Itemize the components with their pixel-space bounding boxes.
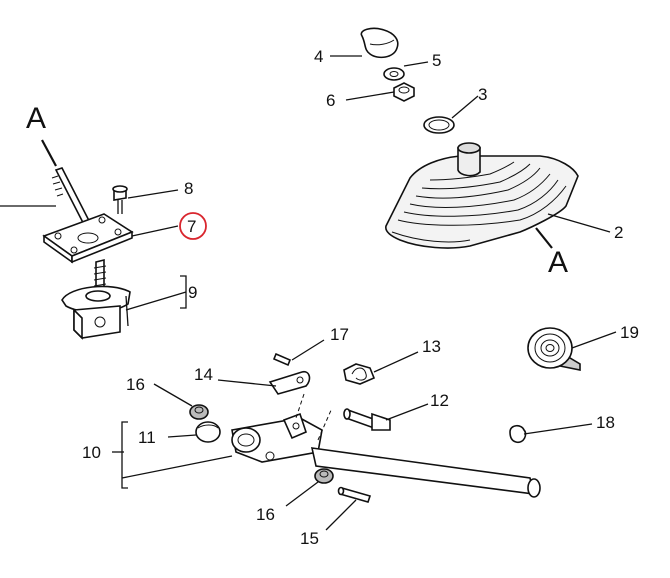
part-3-ring	[423, 116, 455, 134]
callout-12: 12	[430, 391, 449, 410]
part-12-pivot-pin	[343, 408, 391, 431]
part-6-nut	[393, 82, 415, 102]
callout-18: 18	[596, 413, 615, 432]
callout-16-lower: 16	[256, 505, 275, 524]
callout-6: 6	[326, 91, 335, 110]
part-15-roll-pin	[337, 486, 372, 503]
callout-9: 9	[188, 283, 197, 302]
part-5-washer	[383, 67, 405, 81]
callout-2: 2	[614, 223, 623, 242]
leader-lines	[0, 55, 617, 531]
part-17-pin	[272, 352, 292, 367]
section-arrow-right	[535, 227, 553, 249]
callout-5: 5	[432, 51, 441, 70]
callout-7-highlight-circle	[179, 212, 207, 240]
callout-13: 13	[422, 337, 441, 356]
callout-4: 4	[314, 47, 323, 66]
part-18-clip	[509, 424, 527, 444]
callout-8: 8	[184, 179, 193, 198]
part-14-bracket	[268, 370, 311, 395]
part-19-tape-roll	[527, 327, 581, 371]
section-marker-a-right: A	[548, 246, 568, 279]
part-10-selector-shaft	[231, 412, 541, 498]
callout-14: 14	[194, 365, 213, 384]
callout-19: 19	[620, 323, 639, 342]
callout-17: 17	[330, 325, 349, 344]
part-16-bushing-upper	[189, 404, 209, 420]
callout-15: 15	[300, 529, 319, 548]
part-11-cap	[195, 421, 221, 443]
section-arrow-left	[41, 139, 57, 167]
callout-16-upper: 16	[126, 375, 145, 394]
gear-lever-assembly	[42, 167, 134, 340]
callout-3: 3	[478, 85, 487, 104]
part-2-gaiter-boot	[385, 142, 579, 249]
callout-7: 7	[187, 217, 196, 236]
section-marker-a-left: A	[26, 102, 46, 135]
part-13-spring	[343, 363, 376, 385]
callout-11: 11	[138, 428, 156, 447]
part-4-knob	[360, 27, 399, 59]
callout-10: 10	[82, 443, 101, 462]
part-16-bushing-lower	[314, 468, 334, 484]
assembly-guide-lines	[295, 393, 333, 441]
